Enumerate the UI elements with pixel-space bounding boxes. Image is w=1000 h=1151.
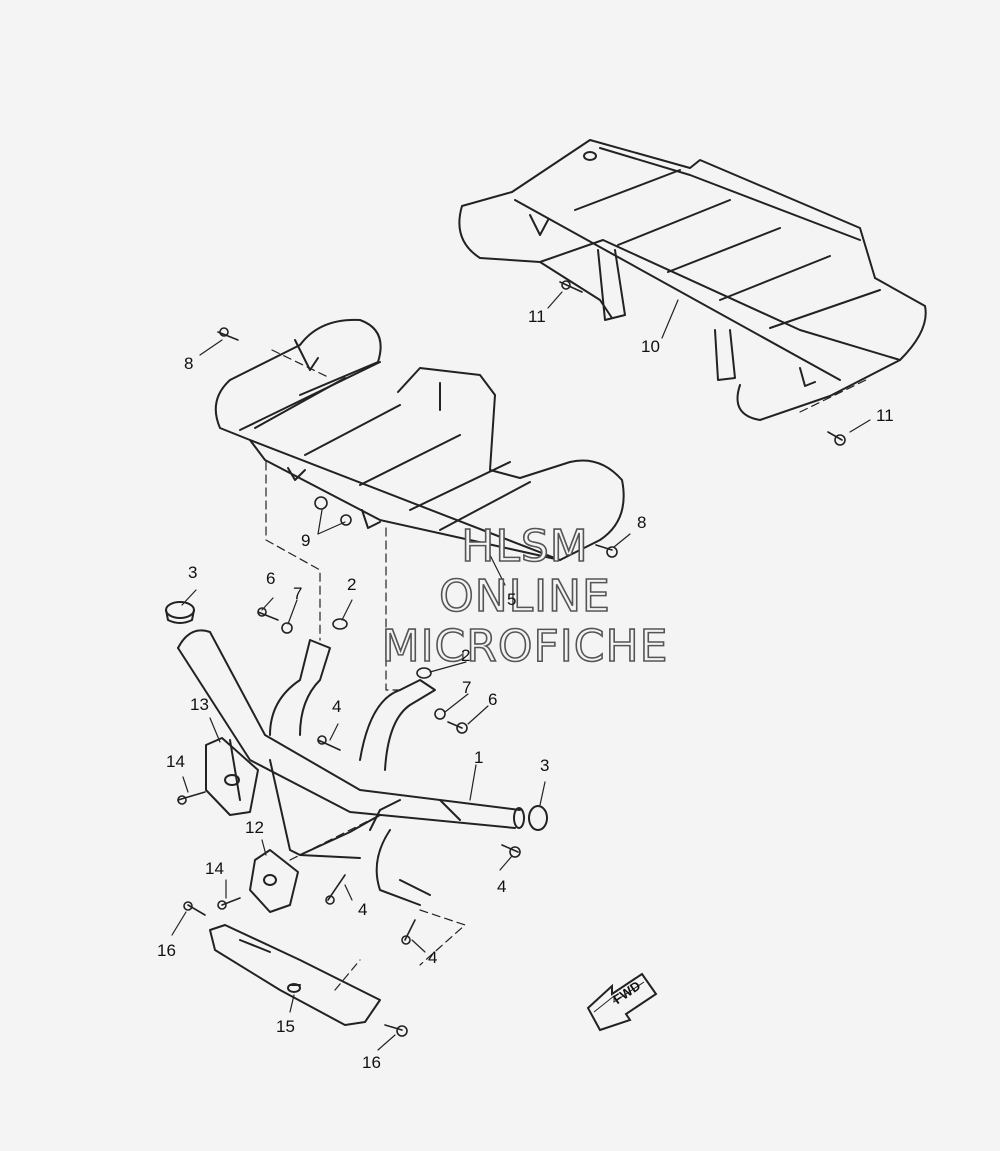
callout-16b: 16: [362, 1053, 381, 1072]
fwd-arrow-icon: [586, 972, 658, 1032]
callout-8b: 8: [637, 513, 647, 532]
leader-lines: [171, 291, 871, 1051]
callout-10: 10: [641, 337, 660, 356]
callout-2b: 2: [461, 646, 471, 665]
callout-13: 13: [190, 695, 209, 714]
callout-11a: 11: [528, 307, 546, 326]
callout-4b: 4: [497, 877, 507, 896]
callout-14b: 14: [205, 859, 224, 878]
callout-6a: 6: [266, 569, 276, 588]
callout-11b: 11: [876, 406, 894, 425]
callout-8a: 8: [184, 354, 194, 373]
callout-2a: 2: [347, 575, 357, 594]
callout-7a: 7: [293, 584, 303, 603]
front-carrier-part-5: [214, 318, 625, 561]
callout-1: 1: [474, 748, 484, 767]
callout-5: 5: [507, 590, 517, 609]
callout-12: 12: [245, 818, 264, 837]
callout-9: 9: [301, 531, 311, 550]
callout-16a: 16: [157, 941, 176, 960]
callout-4c: 4: [358, 900, 368, 919]
block-part-13: [205, 737, 259, 816]
skid-plate-part-15: [209, 924, 381, 1026]
callout-14a: 14: [166, 752, 185, 771]
callout-4d: 4: [428, 948, 438, 967]
rear-carrier-part-10: [458, 139, 927, 421]
fasteners: [177, 280, 846, 1037]
callout-6b: 6: [488, 690, 498, 709]
callout-4a: 4: [332, 697, 342, 716]
cap-part-3: [165, 601, 548, 831]
callout-15: 15: [276, 1017, 295, 1036]
callout-7b: 7: [462, 678, 472, 697]
block-part-12: [249, 849, 299, 913]
callout-3b: 3: [540, 756, 550, 775]
front-bracket-part-1: [177, 629, 525, 906]
callout-3a: 3: [188, 563, 198, 582]
